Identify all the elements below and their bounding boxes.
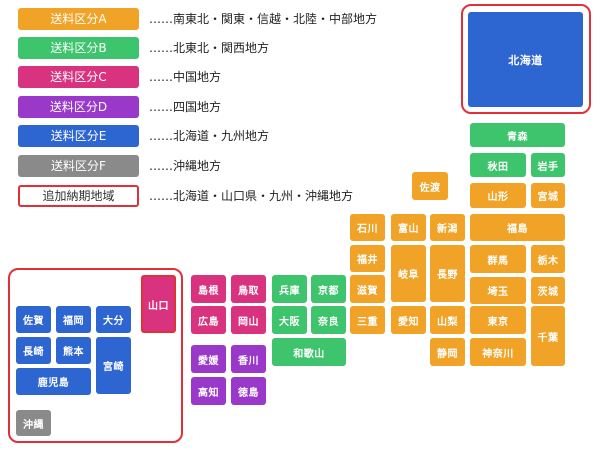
pref-miyazaki[interactable]: 宮崎 (96, 337, 131, 394)
legend-desc-extra-delivery: ……北海道・山口県・九州・沖縄地方 (149, 189, 354, 203)
legend-desc-zone-e: ……北海道・九州地方 (149, 129, 270, 143)
pref-tokyo[interactable]: 東京 (470, 306, 526, 334)
pref-osaka[interactable]: 大阪 (272, 306, 307, 334)
legend-desc-zone-c: ……中国地方 (149, 70, 222, 84)
pref-tokushima[interactable]: 徳島 (231, 377, 266, 405)
pref-shizuoka[interactable]: 静岡 (430, 338, 465, 366)
pref-kagoshima[interactable]: 鹿児島 (16, 368, 91, 395)
legend-badge-zone-e: 送料区分E (18, 125, 139, 147)
pref-kochi[interactable]: 高知 (191, 377, 226, 405)
pref-akita[interactable]: 秋田 (470, 153, 526, 177)
legend-badge-zone-f: 送料区分F (18, 155, 139, 177)
legend-badge-zone-c: 送料区分C (18, 66, 139, 88)
pref-hyogo[interactable]: 兵庫 (272, 275, 307, 303)
pref-kyoto[interactable]: 京都 (311, 275, 346, 303)
pref-yamaguchi[interactable]: 山口 (141, 275, 176, 333)
pref-shiga[interactable]: 滋賀 (350, 275, 385, 303)
pref-fukushima[interactable]: 福島 (470, 214, 565, 241)
pref-kanagawa[interactable]: 神奈川 (470, 338, 526, 366)
pref-sado[interactable]: 佐渡 (412, 172, 448, 200)
pref-gunma[interactable]: 群馬 (470, 245, 526, 273)
extra-delivery-frame-hokkaido (461, 4, 591, 114)
pref-nagasaki[interactable]: 長崎 (16, 337, 51, 364)
pref-saitama[interactable]: 埼玉 (470, 277, 526, 304)
pref-gifu[interactable]: 岐阜 (391, 245, 426, 302)
pref-yamanashi[interactable]: 山梨 (430, 306, 465, 334)
legend-desc-zone-f: ……沖縄地方 (149, 159, 222, 173)
pref-okayama[interactable]: 岡山 (231, 306, 266, 334)
pref-aomori[interactable]: 青森 (470, 123, 565, 147)
legend-desc-zone-b: ……北東北・関西地方 (149, 41, 270, 55)
pref-ibaraki[interactable]: 茨城 (531, 277, 565, 304)
pref-tochigi[interactable]: 栃木 (531, 245, 565, 273)
legend-badge-zone-a: 送料区分A (18, 8, 139, 30)
pref-niigata[interactable]: 新潟 (430, 214, 465, 241)
legend-badge-zone-b: 送料区分B (18, 37, 139, 59)
pref-saga[interactable]: 佐賀 (16, 306, 51, 333)
pref-hiroshima[interactable]: 広島 (191, 306, 226, 334)
pref-nagano[interactable]: 長野 (430, 245, 465, 302)
pref-miyagi[interactable]: 宮城 (531, 183, 565, 208)
pref-okinawa[interactable]: 沖縄 (16, 410, 51, 436)
pref-chiba[interactable]: 千葉 (531, 306, 565, 366)
pref-kumamoto[interactable]: 熊本 (56, 337, 91, 364)
pref-ishikawa[interactable]: 石川 (350, 214, 385, 241)
pref-nara[interactable]: 奈良 (311, 306, 346, 334)
pref-fukuoka[interactable]: 福岡 (56, 306, 91, 333)
pref-shimane[interactable]: 島根 (191, 275, 226, 303)
legend-desc-zone-d: ……四国地方 (149, 100, 222, 114)
pref-kagawa[interactable]: 香川 (231, 345, 266, 373)
pref-fukui[interactable]: 福井 (350, 245, 385, 272)
pref-ehime[interactable]: 愛媛 (191, 345, 226, 373)
pref-aichi[interactable]: 愛知 (391, 306, 426, 334)
pref-oita[interactable]: 大分 (96, 306, 131, 333)
legend-badge-extra-delivery: 追加納期地域 (18, 185, 139, 207)
pref-yamagata[interactable]: 山形 (470, 183, 526, 208)
pref-tottori[interactable]: 鳥取 (231, 275, 266, 303)
pref-wakayama[interactable]: 和歌山 (272, 338, 346, 366)
pref-toyama[interactable]: 富山 (391, 214, 426, 241)
pref-hokkaido[interactable]: 北海道 (468, 12, 583, 107)
legend-desc-zone-a: ……南東北・関東・信越・北陸・中部地方 (149, 12, 378, 26)
legend-badge-zone-d: 送料区分D (18, 96, 139, 118)
extra-delivery-frame-kyushu (8, 268, 183, 443)
pref-mie[interactable]: 三重 (350, 306, 385, 334)
pref-iwate[interactable]: 岩手 (531, 153, 565, 177)
